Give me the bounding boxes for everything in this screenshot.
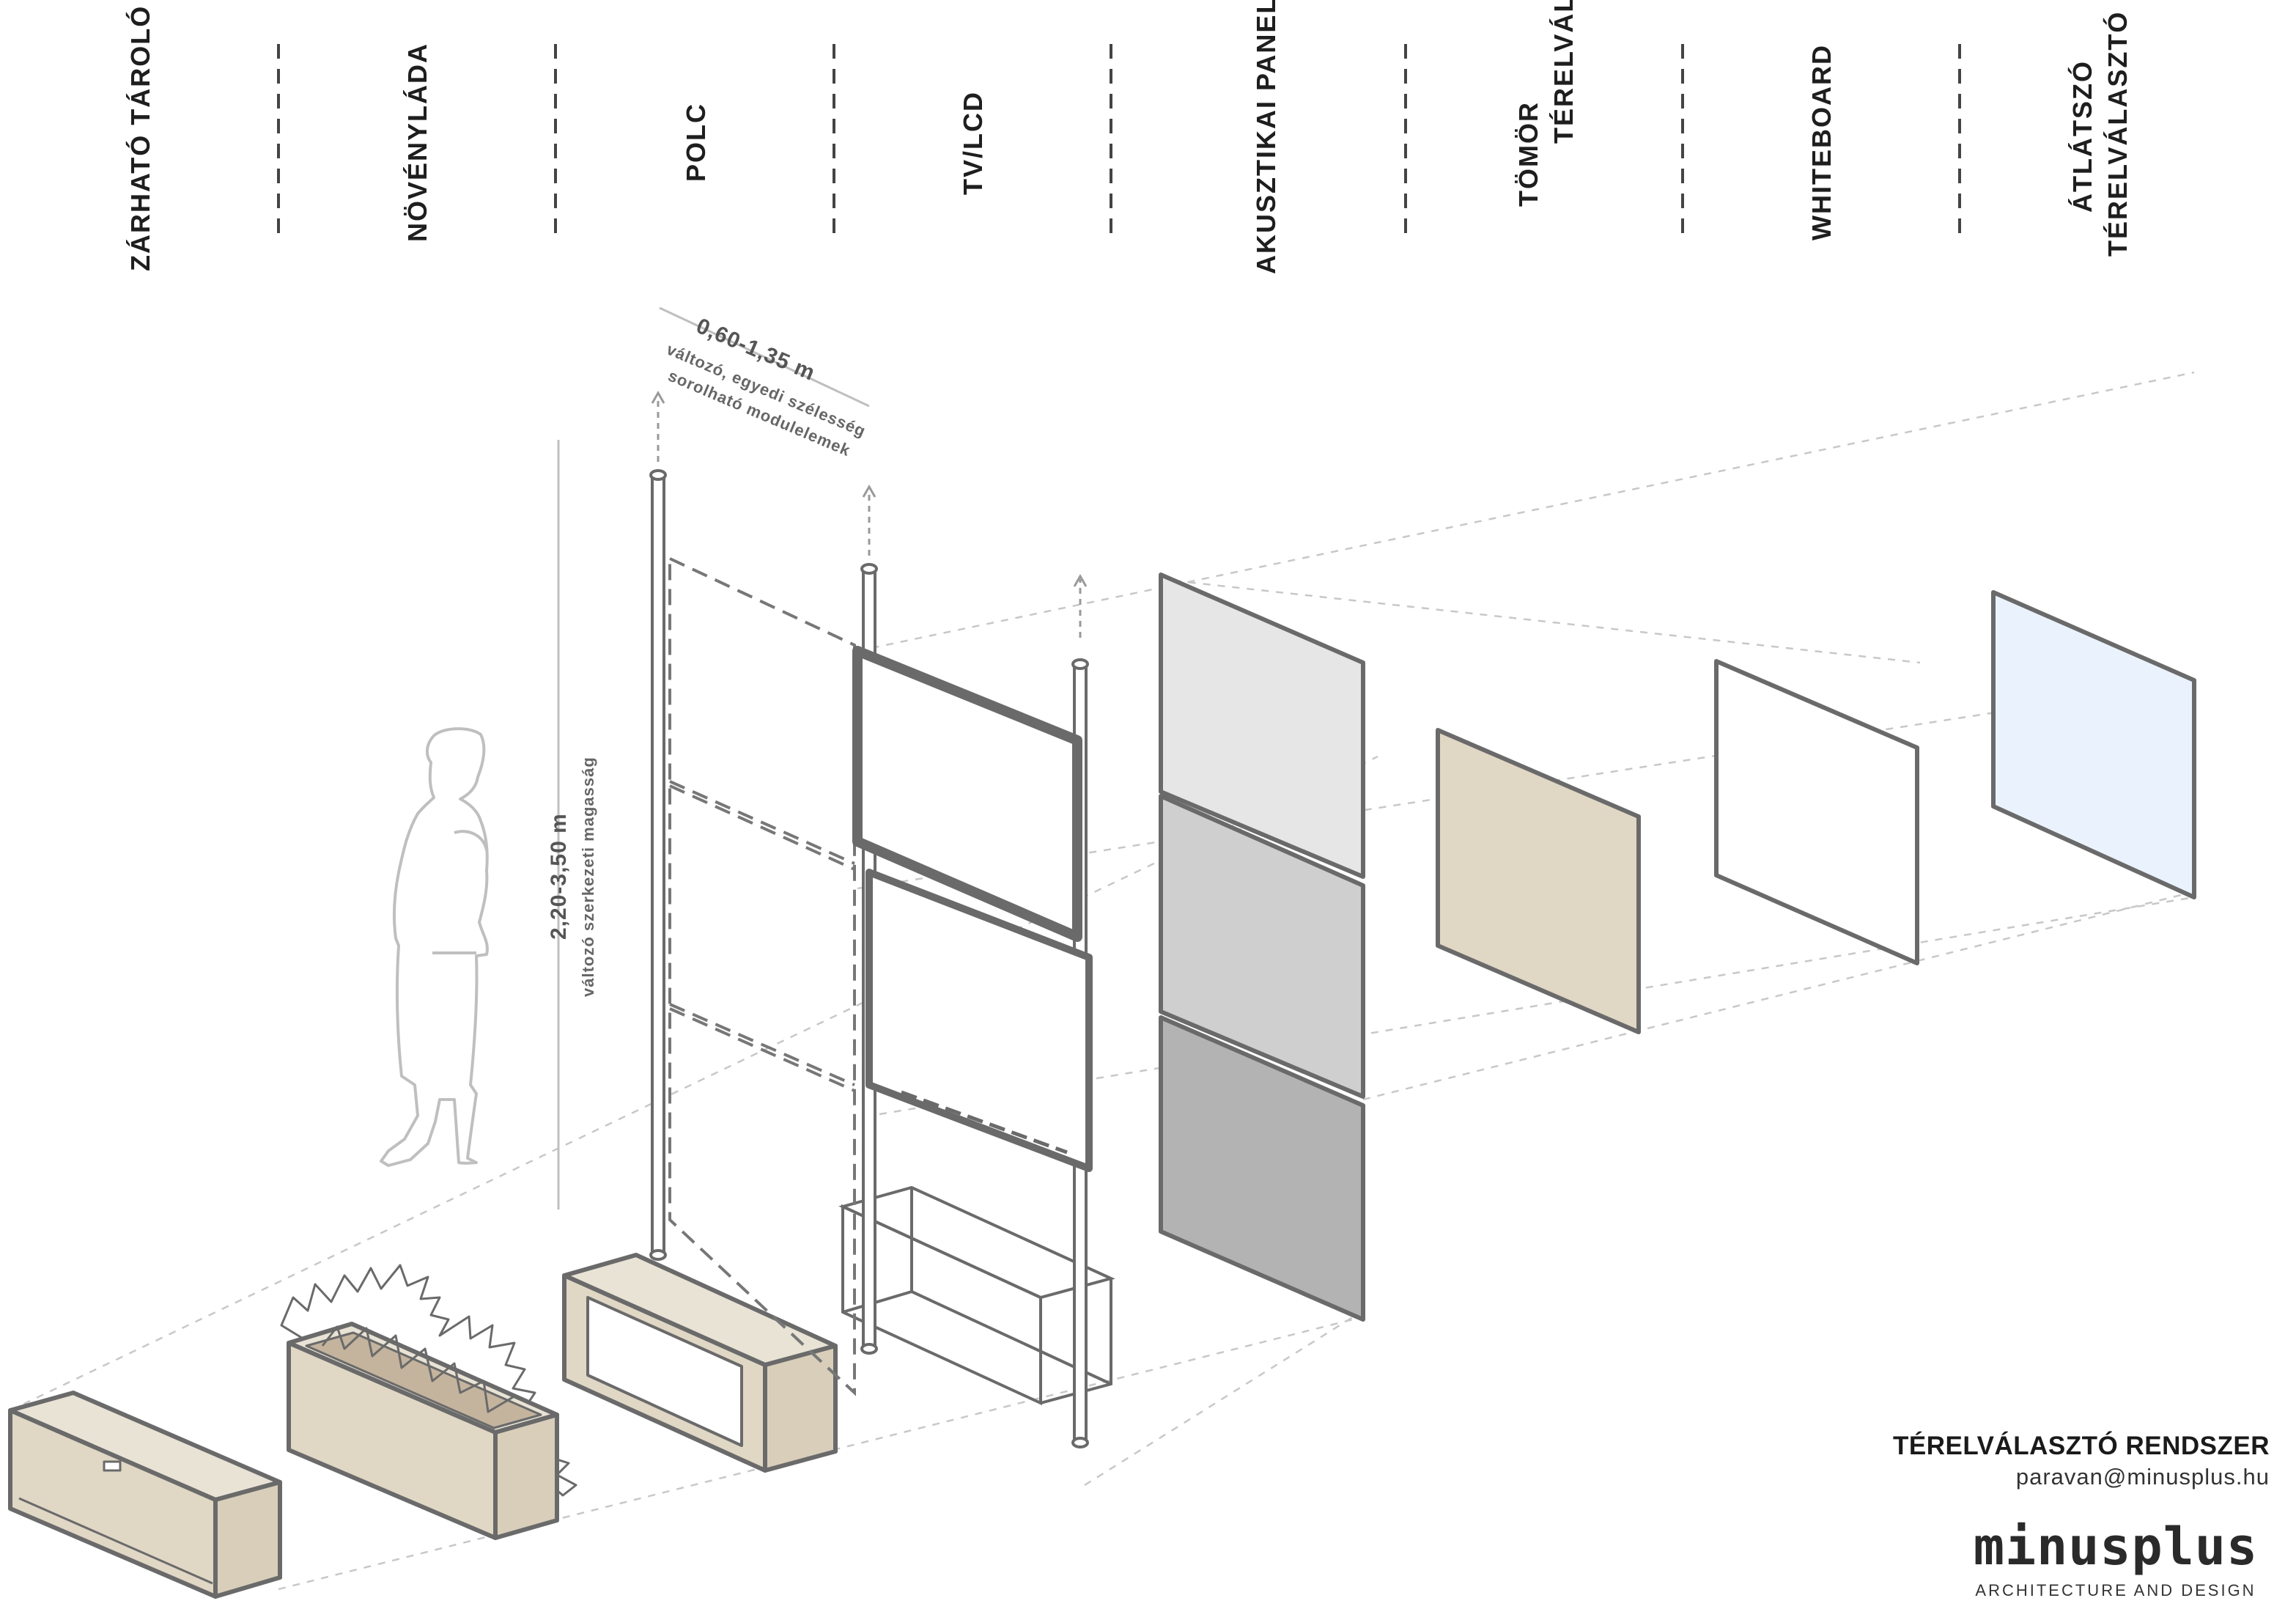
brand-tagline: ARCHITECTURE AND DESIGN	[1975, 1581, 2256, 1599]
header-separators	[277, 44, 1961, 242]
extension-arrows	[657, 396, 1082, 638]
wireframe-box	[838, 1185, 1115, 1406]
acoustic-panel-dark	[1159, 1015, 1365, 1322]
acoustic-panel-mid	[1159, 794, 1365, 1099]
post-1	[651, 475, 665, 1255]
acoustic-panels	[1159, 572, 1365, 1322]
header-shelf: POLC	[681, 103, 711, 182]
tv-screens	[852, 646, 1093, 1172]
system-title: TÉRELVÁLASZTÓ RENDSZER	[1893, 1432, 2270, 1460]
header-planter: NÖVÉNYLÁDA	[402, 43, 432, 242]
header-lockable-storage: ZÁRHATÓ TÁROLÓ	[125, 5, 155, 271]
header-solid-divider: TÖMÖRTÉRELVÁLASZTÓ	[1513, 0, 1579, 207]
lock-icon	[103, 1460, 122, 1472]
human-silhouette-icon	[380, 727, 489, 1167]
height-dimension: 2,20-3,50 m változó szerkezeti magasság	[547, 440, 597, 1210]
header-tv: TV/LCD	[958, 91, 988, 195]
width-dimension: 0,60-1,35 m változó, egyedi szélesség so…	[659, 306, 870, 460]
shelf-frame	[668, 556, 856, 1396]
planter-box	[280, 1264, 577, 1540]
header-whiteboard: WHITEBOARD	[1806, 44, 1837, 240]
solid-divider-panel	[1436, 728, 1641, 1034]
height-dimension-value: 2,20-3,50 m	[547, 813, 571, 940]
arrow-heads	[651, 390, 1088, 587]
header-labels: ZÁRHATÓ TÁROLÓ NÖVÉNYLÁDA POLC TV/LCD AK…	[125, 0, 2133, 274]
whiteboard-panel	[1714, 659, 1919, 965]
contact-email: paravan@minusplus.hu	[2015, 1464, 2270, 1490]
tv-screen-upper	[852, 646, 1082, 942]
open-shelf-box	[562, 1253, 838, 1473]
plant-foliage-icon	[280, 1264, 577, 1497]
header-acoustic-panel: AKUSZTIKAI PANEL	[1251, 0, 1281, 274]
width-dimension-line	[659, 306, 870, 408]
acoustic-panel-light	[1159, 572, 1365, 879]
brand-block: TÉRELVÁLASZTÓ RENDSZER paravan@minusplus…	[1889, 1432, 2270, 1600]
brand-logo: minusplus	[1973, 1517, 2259, 1577]
height-dimension-note: változó szerkezeti magasság	[579, 756, 597, 997]
tv-screen-lower	[865, 869, 1093, 1172]
transparent-divider-panel	[1991, 590, 2196, 899]
lockable-storage-box	[8, 1391, 282, 1599]
